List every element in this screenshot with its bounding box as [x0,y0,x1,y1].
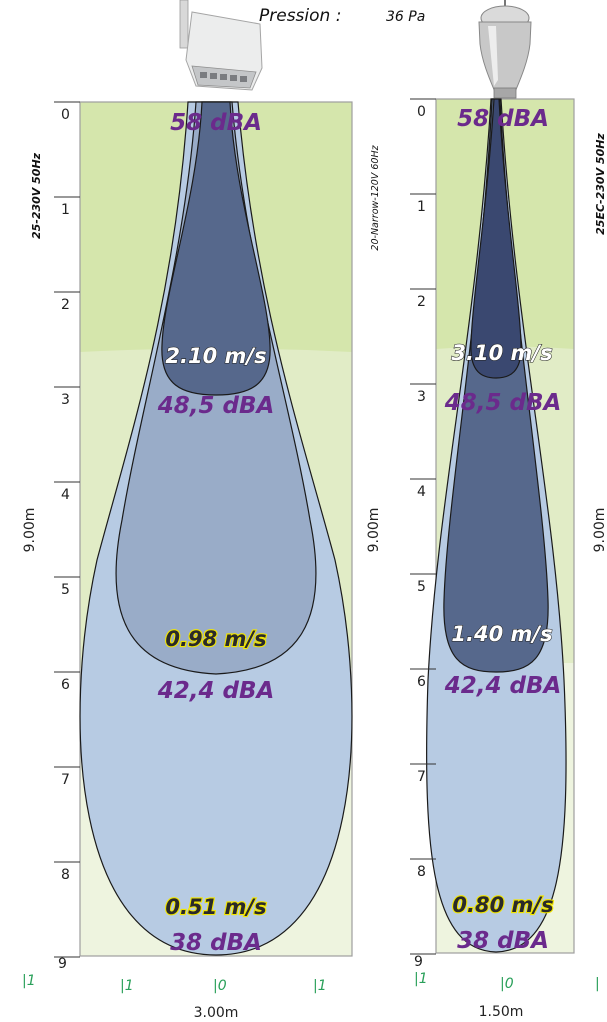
right-speed-3: 0.80 m/s [452,893,553,917]
right-speaker-nozzle [493,87,517,99]
left-distance-label: 9.00m [22,508,38,553]
right-mark-c: | [595,976,600,992]
left-mark-a: |1 [22,973,36,989]
right-plume-core [470,98,522,379]
right-mark-a: |1 [414,971,428,987]
left-tick-5: 5 [61,582,70,598]
left-panel: 0 1 2 3 4 5 6 7 8 9 58 dBA 2.10 m/s 48,5… [22,101,353,1021]
right-db-4: 38 dBA [457,928,549,954]
right-distance-label: 9.00m [366,508,382,553]
left-model-label: 25-230V 50Hz [30,152,43,239]
left-plume-core [161,101,271,396]
right-tick-4: 4 [417,484,426,500]
left-depth-scale [54,101,80,958]
left-speaker-mount [179,0,189,49]
right-model-left-label: 20-Narrow-120V 60Hz [370,144,381,250]
left-speed-2: 0.98 m/s [165,627,266,651]
grille-hole [240,76,247,82]
left-speaker-grille-holes [200,72,247,82]
right-width-label: 1.50m [479,1004,524,1020]
left-mark-d: |1 [313,978,327,994]
left-tick-0: 0 [61,107,70,123]
left-tick-6: 6 [61,677,70,693]
left-db-3: 42,4 dBA [157,678,275,704]
right-speed-1: 3.10 m/s [451,341,552,365]
right-tick-2: 2 [417,294,426,310]
left-mark-b: |1 [120,978,134,994]
left-speed-1: 2.10 m/s [165,344,266,368]
right-panel: 0 1 2 3 4 5 6 7 8 9 58 dBA 3.10 m/s 48,5… [366,98,607,1020]
left-tick-9: 9 [58,956,67,972]
right-model-right-label: 25EC-230V 50Hz [594,133,607,235]
left-speed-3: 0.51 m/s [165,895,266,919]
grille-hole [200,72,207,78]
left-tick-4: 4 [61,487,70,503]
right-tick-9: 9 [414,954,423,970]
left-db-top: 58 dBA [170,110,262,136]
left-tick-3: 3 [61,392,70,408]
pressure-label: Pression : [259,6,341,26]
right-tick-6: 6 [417,674,426,690]
right-db-2: 48,5 dBA [444,390,562,416]
right-plume-mid [443,98,549,673]
left-tick-2: 2 [61,297,70,313]
grille-hole [210,73,217,79]
right-db-top: 58 dBA [457,106,549,132]
left-tick-8: 8 [61,867,70,883]
right-tick-8: 8 [417,864,426,880]
right-speaker-image [478,0,532,99]
right-mark-b: |0 [500,976,514,992]
right-db-3: 42,4 dBA [444,673,562,699]
left-mark-c: |0 [213,978,227,994]
left-speaker-image [179,0,263,91]
left-tick-7: 7 [61,772,70,788]
right-tick-5: 5 [417,579,426,595]
right-tick-0: 0 [417,104,426,120]
grille-hole [220,74,227,80]
right-tick-1: 1 [417,199,426,215]
right-tick-7: 7 [417,769,426,785]
grille-hole [230,75,237,81]
right-tick-3: 3 [417,389,426,405]
right-distance-label-far: 9.00m [592,508,607,553]
left-db-2: 48,5 dBA [157,393,275,419]
left-tick-1: 1 [61,202,70,218]
right-depth-scale [410,98,436,955]
pressure-value: 36 Pa [386,9,425,25]
left-db-4: 38 dBA [170,930,262,956]
right-speed-2: 1.40 m/s [451,622,552,646]
right-panel-border [435,98,575,954]
left-width-label: 3.00m [194,1005,239,1021]
right-speaker-body [478,21,532,93]
right-speaker-highlight [488,26,498,86]
